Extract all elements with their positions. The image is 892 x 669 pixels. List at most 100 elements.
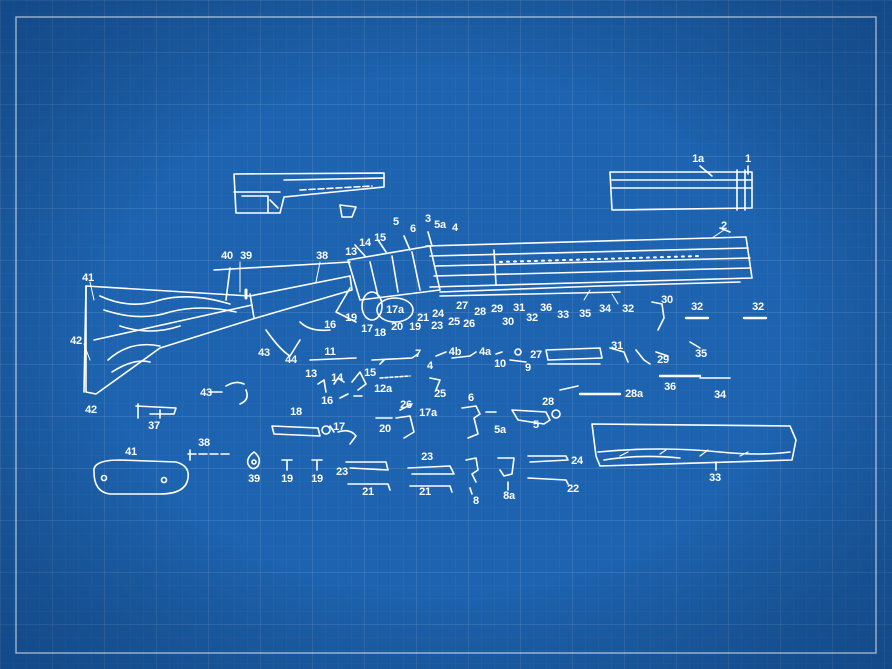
label-4c: 4 [427,360,433,372]
label-26: 26 [463,318,475,330]
label-4b: 4b [448,346,462,358]
label-41: 41 [82,272,94,284]
label-32b: 32 [622,303,634,315]
part-37 [135,403,177,419]
main-barrel [425,227,753,288]
label-16b: 16 [321,395,333,407]
label-32: 32 [526,312,538,324]
label-28a: 28a [625,388,643,400]
label-26b: 26 [400,399,412,411]
label-19d: 19 [311,473,323,485]
label-15: 15 [374,232,386,244]
label-2: 2 [721,220,727,232]
parts-24-22 [527,455,569,485]
hammer-parts [461,405,561,439]
label-5: 5 [393,216,399,228]
label-24: 24 [432,308,444,320]
label-30b: 30 [661,294,673,306]
springs-23-21 [345,461,455,493]
label-23: 23 [431,320,443,332]
label-27: 27 [456,300,468,312]
label-35b: 35 [695,348,707,360]
label-5a: 5a [434,219,446,231]
label-16: 16 [324,319,336,331]
trigger-parts [337,403,415,445]
forestock [591,423,797,471]
label-29b: 29 [657,354,669,366]
label-23b: 23 [336,466,348,478]
label-18: 18 [374,327,386,339]
label-5b: 5 [533,419,539,431]
label-11: 11 [324,346,336,358]
drawing-border [15,16,877,654]
label-44: 44 [285,354,297,366]
label-43b: 43 [200,387,212,399]
screws-19 [281,459,323,471]
part-39 [246,451,261,470]
label-25b: 25 [434,388,446,400]
lock-mechanism [335,231,621,323]
label-34b: 34 [714,389,726,401]
label-32c: 32 [691,301,703,313]
label-8a: 8a [503,490,515,502]
label-18b: 18 [290,406,302,418]
label-9: 9 [525,362,531,374]
label-20b: 20 [379,423,391,435]
label-24b: 24 [571,455,583,467]
label-28: 28 [474,306,486,318]
label-12a: 12a [374,383,392,395]
label-33: 33 [557,309,569,321]
label-40: 40 [221,250,233,262]
label-30: 30 [502,316,514,328]
label-31b: 31 [611,340,623,352]
label-21c: 21 [419,486,431,498]
label-8: 8 [473,495,479,507]
label-19b: 19 [409,321,421,333]
label-36: 36 [540,302,552,314]
label-17ab: 17a [419,407,437,419]
label-19: 19 [345,312,357,324]
label-29: 29 [491,303,503,315]
label-32d: 32 [752,301,764,313]
label-41b: 41 [125,446,137,458]
label-4: 4 [452,222,458,234]
label-6: 6 [410,223,416,235]
leader-lines [83,229,725,361]
part-18-rod [271,425,335,437]
label-20: 20 [391,321,403,333]
label-38b: 38 [198,437,210,449]
part-38 [187,449,233,461]
label-36b: 36 [664,381,676,393]
barrel-section-1 [609,165,753,211]
label-39: 39 [240,250,252,262]
label-22: 22 [567,483,579,495]
label-17b: 17 [333,421,345,433]
buttplate [93,459,190,495]
label-25: 25 [448,316,460,328]
receiver-top-section [233,172,385,218]
label-27b: 27 [530,349,542,361]
label-14: 14 [359,237,371,249]
label-28b: 28 [542,396,554,408]
label-19c: 19 [281,473,293,485]
label-13: 13 [345,246,357,258]
label-15b: 15 [364,367,376,379]
label-4a: 4a [479,346,491,358]
label-21: 21 [417,312,429,324]
label-38: 38 [316,250,328,262]
label-6b: 6 [468,392,474,404]
label-17a: 17a [386,304,404,316]
label-3: 3 [425,213,431,225]
label-17: 17 [361,323,373,335]
label-1a: 1a [692,153,704,165]
label-13b: 13 [305,368,317,380]
label-34: 34 [599,303,611,315]
label-7: 7 [415,348,421,360]
label-35: 35 [579,308,591,320]
label-1: 1 [745,153,751,165]
label-33b: 33 [709,472,721,484]
label-31: 31 [513,302,525,314]
